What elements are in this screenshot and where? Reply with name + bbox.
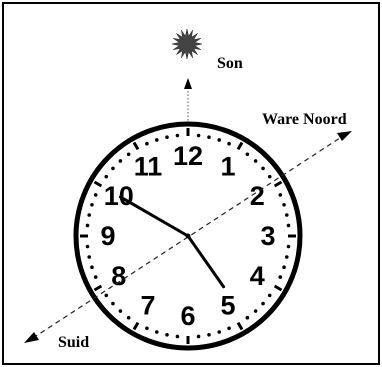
minute-tick [197,335,201,339]
minute-tick [87,255,91,259]
minute-tick [155,330,159,334]
minute-tick [207,135,211,139]
minute-tick [176,335,180,339]
clock-number: 9 [100,221,115,251]
minute-tick [94,275,98,279]
minute-tick [119,309,123,313]
minute-tick [127,316,131,320]
clock-number: 6 [180,301,195,331]
minute-tick [278,193,282,197]
minute-tick [282,203,286,207]
minute-tick [254,159,258,163]
south-arrowhead [24,332,39,343]
minute-tick [287,245,291,249]
minute-tick [155,138,159,142]
clock-number: 5 [220,290,235,320]
minute-tick [246,316,250,320]
minute-tick [261,167,265,171]
minute-tick [86,224,90,228]
minute-tick [119,159,123,163]
minute-tick [111,302,115,306]
minute-tick [207,333,211,337]
minute-tick [90,265,94,269]
clock-number: 3 [260,221,275,251]
minute-tick [165,333,169,337]
true-north-label: Ware Noord [262,111,347,128]
minute-tick [227,326,231,330]
clock-center-pin [186,234,191,239]
clock-number: 7 [140,290,155,320]
minute-tick [268,294,272,298]
south-label: Suid [58,334,89,351]
minute-tick [282,265,286,269]
minute-tick [217,330,221,334]
minute-tick [90,203,94,207]
minute-tick [86,245,90,249]
minute-tick [287,224,291,228]
sun-direction-arrowhead [184,78,192,89]
minute-tick [176,134,180,138]
minute-tick [227,142,231,146]
minute-tick [111,167,115,171]
minute-tick [278,275,282,279]
minute-tick [217,138,221,142]
north-arrowhead [337,131,352,141]
minute-tick [254,309,258,313]
minute-tick [145,326,149,330]
sun-label: Son [217,55,243,72]
minute-tick [246,152,250,156]
minute-tick [87,213,91,217]
clock-number: 10 [104,181,134,211]
minute-tick [104,294,108,298]
minute-tick [104,175,108,179]
minute-tick [145,142,149,146]
minute-tick [268,175,272,179]
minute-tick [165,135,169,139]
clock-number: 4 [250,261,265,291]
clock-number: 2 [250,181,265,211]
minute-tick [94,193,98,197]
minute-tick [127,152,131,156]
clock-number: 8 [111,261,126,291]
minute-tick [197,134,201,138]
clock-number: 11 [134,152,163,182]
minute-tick [285,213,289,217]
minute-tick [285,255,289,259]
clock-number: 12 [173,141,203,171]
sun-icon [172,29,202,59]
clock-number: 1 [220,152,235,182]
minute-tick [261,302,265,306]
